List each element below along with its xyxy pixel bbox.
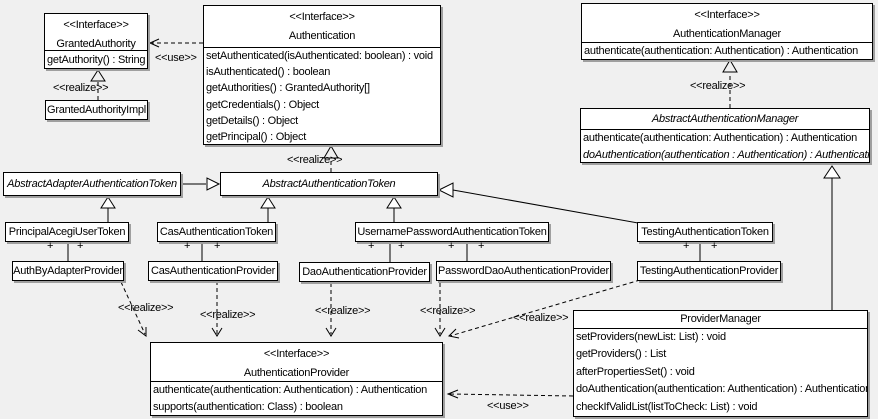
class-stereotype: <<Interface>>: [289, 11, 355, 23]
generalization-arrow: [181, 177, 221, 191]
class-box-authentication-provider[interactable]: <<Interface>> AuthenticationProvider aut…: [150, 342, 443, 416]
class-box-authentication-manager[interactable]: <<Interface>> AuthenticationManager auth…: [581, 3, 873, 60]
class-box-testing-authentication-provider[interactable]: TestingAuthenticationProvider: [637, 261, 781, 281]
class-name: DaoAuthenticationProvider: [302, 266, 427, 278]
class-box-authentication[interactable]: <<Interface>> Authentication setAuthenti…: [203, 5, 441, 145]
class-box-provider-manager[interactable]: ProviderManager setProviders(newList: Li…: [573, 310, 868, 417]
class-method: getCredentials() : Object: [206, 98, 319, 111]
class-name: AbstractAuthenticationToken: [262, 178, 396, 190]
class-name: AuthenticationProvider: [243, 367, 350, 379]
edge-label-realize: <<realize>>: [53, 82, 109, 94]
class-stereotype: <<Interface>>: [263, 348, 330, 360]
class-stereotype: <<Interface>>: [694, 9, 760, 21]
class-box-granted-authority[interactable]: <<Interface>> GrantedAuthority getAuthor…: [44, 13, 148, 69]
class-method: getDetails() : Object: [206, 114, 298, 127]
generalization-arrow: [260, 196, 276, 222]
class-name: UsernamePasswordAuthenticationToken: [357, 226, 547, 238]
multiplicity-plus: +: [77, 240, 84, 252]
edge-label-realize: <<realize>>: [200, 309, 256, 321]
class-method: authenticate(authentication: Authenticat…: [583, 132, 858, 144]
class-name: PasswordDaoAuthenticationProvider: [438, 265, 609, 277]
class-method: getProviders() : List: [576, 348, 667, 361]
class-method: setAuthenticated(isAuthenticated: boolea…: [206, 50, 433, 62]
class-method: isAuthenticated() : boolean: [206, 66, 331, 79]
class-method: supports(authentication: Class) : boolea…: [153, 401, 343, 414]
class-name: GrantedAuthority: [56, 38, 136, 50]
edge-label-realize: <<realize>>: [315, 305, 371, 317]
generalization-arrow: [100, 196, 116, 222]
class-box-abstract-authentication-manager[interactable]: AbstractAuthenticationManager authentica…: [580, 108, 870, 163]
multiplicity-plus: +: [711, 240, 718, 252]
class-name: TestingAuthenticationProvider: [639, 265, 779, 277]
edge-label-realize: <<realize>>: [420, 305, 476, 317]
edge-label-use: <<use>>: [487, 400, 529, 412]
class-method: getAuthority() : String: [47, 54, 146, 66]
realize-arrow: [97, 73, 731, 337]
association-line: [67, 242, 701, 262]
edge-label-realize: <<realize>>: [118, 302, 174, 314]
class-box-granted-authority-impl[interactable]: GrantedAuthorityImpl: [45, 100, 148, 120]
class-name: TestingAuthenticationToken: [641, 226, 769, 238]
class-box-principal-acegi-user-token[interactable]: PrincipalAcegiUserToken: [5, 222, 129, 242]
edge-label-realize: <<realize>>: [287, 154, 343, 166]
class-name: GrantedAuthorityImpl: [47, 104, 146, 116]
class-method: checkIfValidList(listToCheck: List) : vo…: [576, 400, 758, 413]
multiplicity-plus: +: [398, 240, 405, 252]
class-method: doAuthentication(authentication : Authen…: [583, 149, 869, 162]
class-method: doAuthentication(authentication: Authent…: [576, 383, 867, 396]
open-arrowhead: [137, 38, 460, 399]
class-name: PrincipalAcegiUserToken: [8, 226, 126, 238]
generalization-arrow: [823, 165, 841, 310]
class-method: authenticate(authentication: Authenticat…: [153, 384, 428, 396]
class-box-abstract-adapter-authentication-token[interactable]: AbstractAdapterAuthenticationToken: [3, 172, 181, 196]
edge-label-realize: <<realize>>: [513, 312, 569, 324]
multiplicity-plus: +: [368, 240, 375, 252]
multiplicity-plus: +: [683, 240, 690, 252]
class-method: getAuthorities() : GrantedAuthority[]: [206, 82, 370, 95]
generalization-arrow: [386, 196, 402, 222]
class-method: getPrincipal() : Object: [206, 130, 307, 143]
class-name: AuthByAdapterProvider: [13, 265, 123, 277]
class-name: Authentication: [288, 30, 356, 42]
class-stereotype: <<Interface>>: [63, 19, 129, 31]
multiplicity-plus: +: [184, 240, 191, 252]
class-box-abstract-authentication-token[interactable]: AbstractAuthenticationToken: [220, 172, 438, 196]
class-name: ProviderManager: [680, 313, 761, 325]
class-name: AuthenticationManager: [673, 28, 781, 40]
use-arrow: [449, 393, 574, 397]
class-box-testing-authentication-token[interactable]: TestingAuthenticationToken: [637, 222, 773, 242]
class-box-auth-by-adapter-provider[interactable]: AuthByAdapterProvider: [12, 261, 124, 281]
multiplicity-plus: +: [214, 240, 221, 252]
edge-label-realize: <<realize>>: [690, 80, 746, 92]
edge-label-use: <<use>>: [155, 52, 197, 64]
multiplicity-plus: +: [47, 240, 54, 252]
class-name: CasAuthenticationProvider: [151, 265, 275, 277]
generalization-arrow: [437, 182, 639, 224]
class-method: setProviders(newList: List) : void: [576, 331, 726, 343]
realize-triangle: [90, 59, 738, 159]
class-name: AbstractAuthenticationManager: [651, 113, 799, 125]
class-box-dao-authentication-provider[interactable]: DaoAuthenticationProvider: [299, 262, 430, 282]
class-name: AbstractAdapterAuthenticationToken: [7, 178, 177, 190]
class-method: authenticate(authentication: Authenticat…: [584, 45, 859, 57]
multiplicity-plus: +: [448, 240, 455, 252]
class-box-cas-authentication-provider[interactable]: CasAuthenticationProvider: [148, 261, 278, 281]
class-box-password-dao-authentication-provider[interactable]: PasswordDaoAuthenticationProvider: [436, 261, 611, 281]
class-box-cas-authentication-token[interactable]: CasAuthenticationToken: [157, 222, 276, 242]
class-name: CasAuthenticationToken: [159, 226, 274, 238]
class-box-username-password-authentication-token[interactable]: UsernamePasswordAuthenticationToken: [355, 222, 549, 242]
class-method: afterPropertiesSet() : void: [576, 365, 695, 378]
multiplicity-plus: +: [478, 240, 485, 252]
